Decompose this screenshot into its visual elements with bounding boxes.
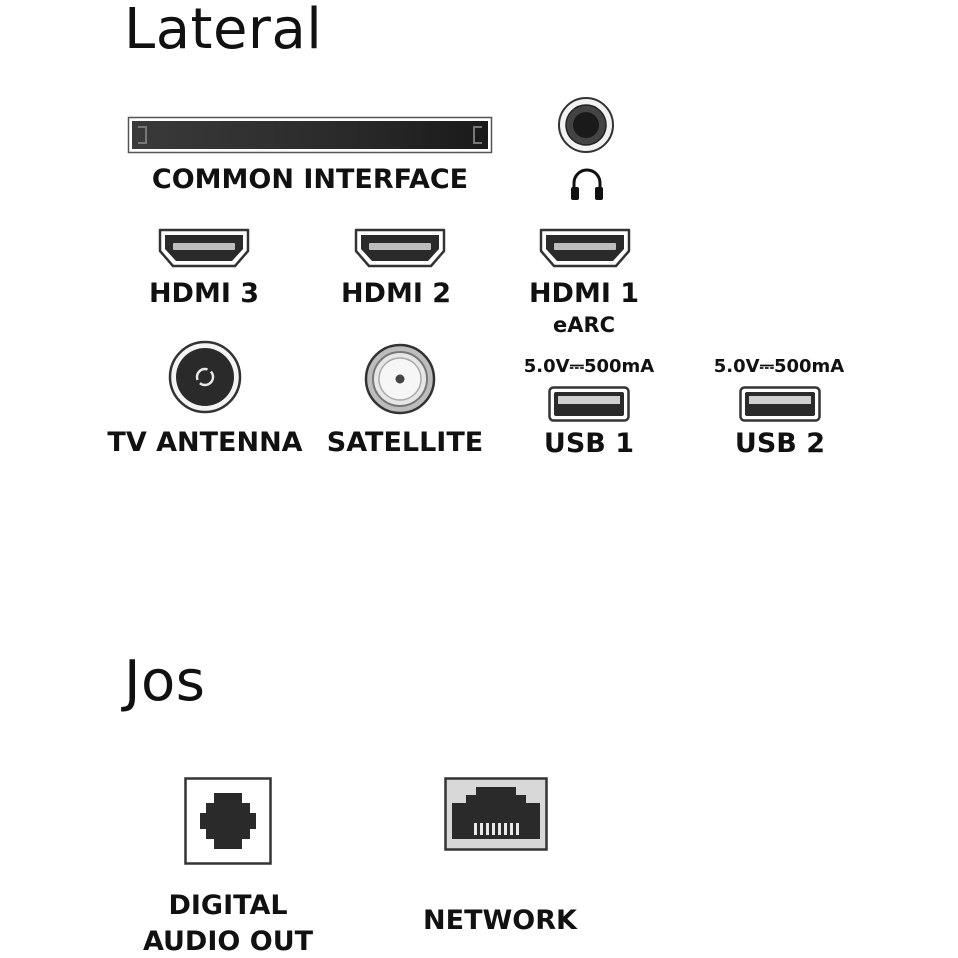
optical-port-icon [184,777,272,865]
digital-audio-out-label-line1: DIGITAL [168,890,288,921]
hdmi3-port [157,227,251,269]
side-section-title: Lateral [124,0,323,62]
digital-audio-out-label-line2: AUDIO OUT [142,926,314,957]
usb-port-icon [739,386,821,422]
usb2-power-rating: 5.0V⎓500mA [713,356,845,377]
tv-antenna-label: TV ANTENNA [107,427,303,458]
headphone-jack [557,97,615,153]
hdmi-port-icon [354,228,446,268]
ethernet-port-icon [444,777,548,851]
headphone-icon [571,168,603,200]
hdmi2-label: HDMI 2 [340,278,452,309]
usb1-port [548,386,630,422]
bottom-section-title: Jos [124,649,206,714]
hdmi1-port [538,227,632,269]
hdmi1-earc-label: eARC [552,313,616,337]
usb2-label: USB 2 [734,428,826,459]
network-port [444,777,548,851]
headphone-jack-icon [558,97,614,153]
usb2-port [739,386,821,422]
hdmi-port-icon [539,228,631,268]
network-label: NETWORK [423,905,577,936]
hdmi2-port [353,227,447,269]
satellite-port [364,343,436,415]
headphone-icon-wrap [568,165,606,203]
hdmi3-label: HDMI 3 [148,278,260,309]
satellite-port-icon [364,343,436,415]
common-interface-slot [127,116,493,154]
common-interface-label: COMMON INTERFACE [151,164,469,195]
usb-port-icon [548,386,630,422]
tv-antenna-port [168,340,242,414]
usb1-label: USB 1 [543,428,635,459]
usb1-power-rating: 5.0V⎓500mA [523,356,655,377]
hdmi1-label: HDMI 1 [528,278,640,309]
antenna-port-icon [168,340,242,414]
satellite-label: SATELLITE [326,427,484,458]
ci-slot-icon [127,116,493,154]
hdmi-port-icon [158,228,250,268]
digital-audio-out-port [184,777,272,865]
